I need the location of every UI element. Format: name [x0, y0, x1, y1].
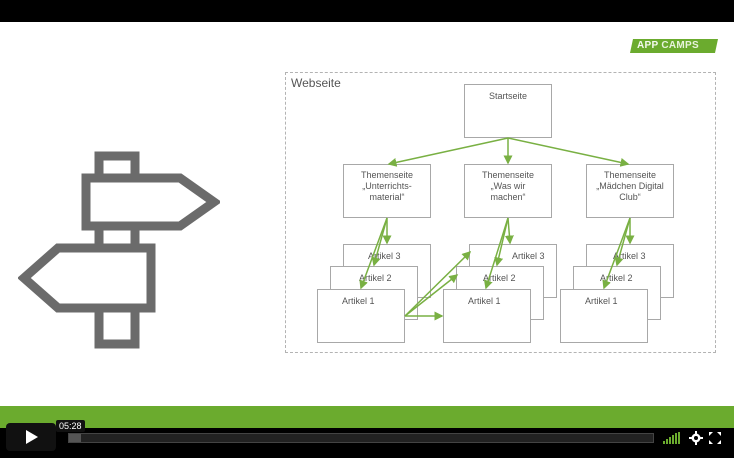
topic-line: material“ — [369, 192, 405, 202]
sitemap-title: Webseite — [291, 76, 341, 90]
article-label: Artikel 1 — [342, 296, 375, 306]
signpost-icon — [18, 151, 220, 349]
time-indicator: 05:28 — [56, 420, 85, 432]
logo-camps-label: CAMPS — [661, 40, 699, 51]
article-label: Artikel 2 — [359, 273, 392, 283]
article-box: Artikel 1 — [560, 289, 648, 343]
topic-line: Club“ — [619, 192, 641, 202]
gear-icon[interactable] — [689, 431, 703, 445]
topic-line: Themenseite — [360, 170, 414, 180]
article-box: Artikel 1 — [317, 289, 405, 343]
topic-page-box: Themenseite „Mädchen Digital Club“ — [586, 164, 674, 218]
volume-icon[interactable] — [663, 432, 683, 444]
start-page-box: Startseite — [464, 84, 552, 138]
topic-line: Themenseite — [481, 170, 535, 180]
article-label: Artikel 2 — [483, 273, 516, 283]
topic-line: „Unterrichts- — [362, 181, 412, 191]
topic-line: „Mädchen Digital — [596, 181, 664, 191]
progress-bar[interactable] — [68, 433, 654, 443]
topic-line: Themenseite — [603, 170, 657, 180]
start-page-label: Startseite — [488, 91, 528, 101]
article-label: Artikel 3 — [368, 251, 401, 261]
topic-page-box: Themenseite „Was wir machen“ — [464, 164, 552, 218]
topic-page-box: Themenseite „Unterrichts- material“ — [343, 164, 431, 218]
article-box: Artikel 1 — [443, 289, 531, 343]
play-icon — [26, 430, 38, 444]
fullscreen-icon[interactable] — [709, 432, 721, 444]
logo-text: APP CAMPS — [637, 39, 699, 53]
app-camps-logo — [630, 39, 718, 53]
article-label: Artikel 3 — [512, 251, 545, 261]
topic-line: machen“ — [490, 192, 526, 202]
article-label: Artikel 1 — [468, 296, 501, 306]
green-band — [0, 406, 734, 428]
sitemap-diagram — [285, 72, 716, 353]
topic-line: „Was wir — [490, 181, 526, 191]
progress-fill — [69, 434, 81, 442]
article-label: Artikel 2 — [600, 273, 633, 283]
logo-app-label: APP — [637, 40, 659, 51]
article-label: Artikel 3 — [613, 251, 646, 261]
article-label: Artikel 1 — [585, 296, 618, 306]
top-bar — [0, 0, 734, 22]
play-button[interactable] — [6, 423, 56, 451]
